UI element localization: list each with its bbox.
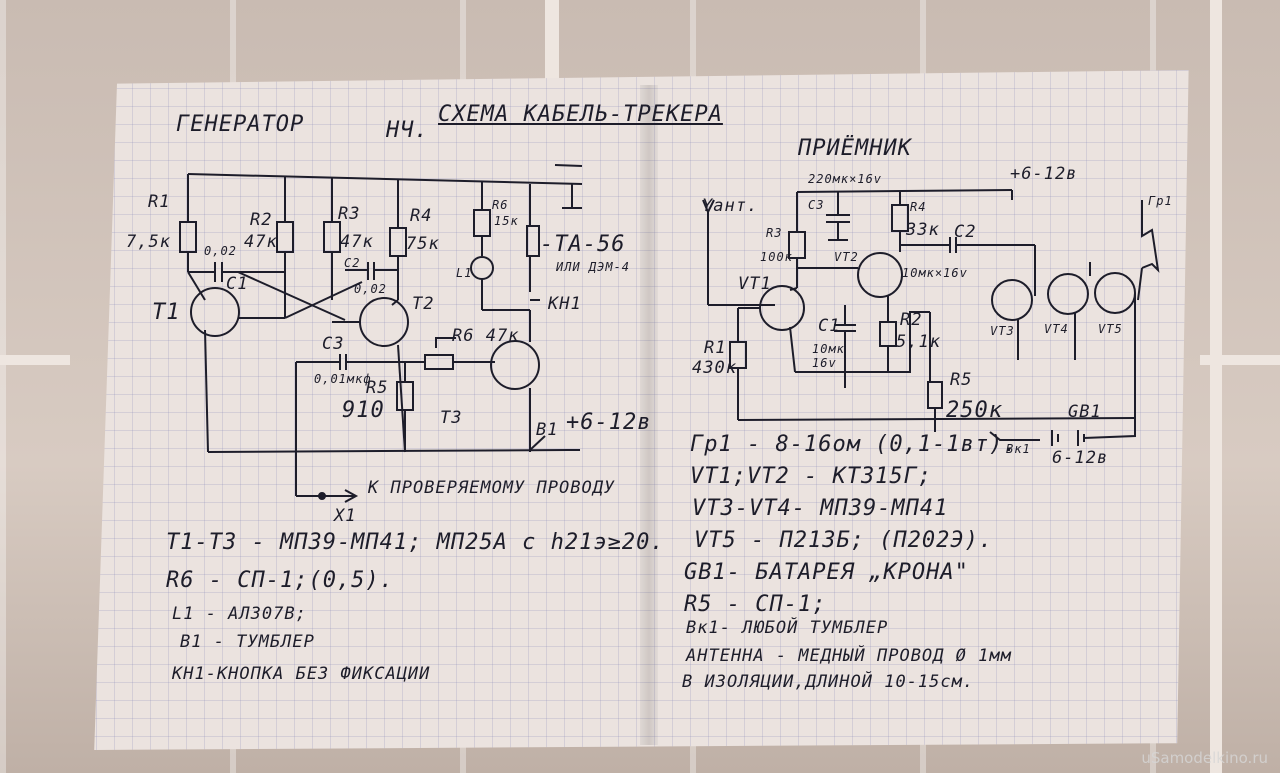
label-r1: R1 <box>148 192 171 212</box>
label-r5: R5 <box>366 378 389 398</box>
label-rec-r3: R3 <box>766 226 783 240</box>
label-vt5: VT5 <box>1098 322 1123 336</box>
label-kn1: КН1 <box>548 294 582 314</box>
label-r3: R3 <box>338 204 361 224</box>
label-rec-c3-value: 220мк×16v <box>808 172 883 186</box>
label-dem4: ИЛИ ДЭМ-4 <box>556 260 631 274</box>
tile-joint <box>545 0 559 80</box>
label-vt1: VT1 <box>738 274 772 294</box>
watermark: uSamodelkino.ru <box>1141 749 1268 767</box>
label-c3: C3 <box>322 334 345 354</box>
rec-note-9: В ИЗОЛЯЦИИ,ДЛИНОЙ 10-15см. <box>682 672 975 692</box>
receiver-circuit <box>702 189 1160 446</box>
label-antenna: Yант. <box>702 196 759 216</box>
label-rec-r5: R5 <box>950 370 973 390</box>
label-gr1: Гр1 <box>1148 194 1173 208</box>
receiver-title: ПРИЁМНИК <box>798 136 912 161</box>
rec-note-6: R5 - СП-1; <box>684 592 827 617</box>
label-r3-value: 47к <box>340 232 374 252</box>
label-r2-value: 47к <box>244 232 278 252</box>
rec-note-4: VT5 - П213Б; (П202Э). <box>694 528 994 553</box>
label-c2: C2 <box>344 256 361 270</box>
gen-note-2: R6 - СП-1;(0,5). <box>166 568 394 593</box>
tile-joint <box>0 355 70 365</box>
label-rec-r5-value: 250к <box>946 398 1003 423</box>
generator-title: ГЕНЕРАТОР <box>176 112 305 137</box>
rec-note-3: VT3-VT4- МП39-МП41 <box>692 496 949 521</box>
label-r4-value: 75к <box>406 234 440 254</box>
label-c1: C1 <box>226 274 249 294</box>
generator-subtitle: НЧ. <box>386 118 429 143</box>
label-t1: T1 <box>152 300 181 325</box>
label-rec-c2-value: 10мк×16v <box>902 266 968 280</box>
gen-note-4: B1 - ТУМБЛЕР <box>180 632 315 652</box>
label-c1-value: 0,02 <box>204 244 237 258</box>
label-r4: R4 <box>410 206 433 226</box>
gen-note-3: L1 - АЛ307В; <box>172 604 307 624</box>
label-rec-c1: C1 <box>818 316 841 336</box>
label-rec-power: +6-12в <box>1010 164 1078 184</box>
gen-note-1: T1-T3 - МП39-МП41; МП25А с h21э≥20. <box>166 530 665 555</box>
label-x1: X1 <box>334 506 357 526</box>
label-rec-c3: C3 <box>808 198 825 212</box>
label-rec-r1: R1 <box>704 338 727 358</box>
label-rec-c2: C2 <box>954 222 977 242</box>
label-t3: T3 <box>440 408 463 428</box>
label-r1-value: 7,5к <box>126 232 171 252</box>
label-vt3: VT3 <box>990 324 1015 338</box>
label-l1: L1 <box>456 266 473 280</box>
label-c3-value: 0,01мкф <box>314 372 372 386</box>
label-rec-r4-value: 33к <box>906 220 940 240</box>
label-probe: К ПРОВЕРЯЕМОМУ ПРОВОДУ <box>368 478 616 498</box>
gen-note-5: КН1-КНОПКА БЕЗ ФИКСАЦИИ <box>172 664 431 684</box>
generator-circuit <box>179 164 583 503</box>
tile-joint <box>1210 0 1222 773</box>
rec-note-8: АНТЕННА - МЕДНЫЙ ПРОВОД Ø 1мм <box>686 646 1012 666</box>
label-rec-r2: R2 <box>900 310 923 330</box>
tile-joint <box>1200 355 1280 365</box>
label-bk1: Вк1 <box>1006 442 1031 456</box>
label-r6: R6 <box>492 198 509 212</box>
label-r2: R2 <box>250 210 273 230</box>
label-rec-r3-value: 100к <box>760 250 793 264</box>
label-ta56: -TA-56 <box>540 232 626 257</box>
label-rec-c1-value: 10мк 16v <box>812 342 845 370</box>
label-r6-value: 15к <box>494 214 519 228</box>
label-r5-value: 910 <box>342 398 385 423</box>
label-vt2: VT2 <box>834 250 859 264</box>
label-gen-power: +6-12в <box>566 410 652 435</box>
label-gb1: GB1 <box>1068 402 1102 422</box>
rec-note-7: Вк1- ЛЮБОЙ ТУМБЛЕР <box>686 618 889 638</box>
label-rec-r1-value: 430к <box>692 358 737 378</box>
notebook-fold <box>640 85 658 745</box>
label-c2-value: 0,02 <box>354 282 387 296</box>
scheme-title: СХЕМА КАБЕЛЬ-ТРЕКЕРА <box>438 102 723 127</box>
rec-note-1: Гр1 - 8-16ом (0,1-1вт). <box>690 432 1018 457</box>
label-gb1-voltage: 6-12в <box>1052 448 1109 468</box>
label-rec-r4: R4 <box>910 200 927 214</box>
rec-note-5: GB1- БАТАРЕЯ „КРОНА" <box>684 560 969 585</box>
label-r6-pot: R6 47к <box>452 326 520 346</box>
label-t2: T2 <box>412 294 435 314</box>
label-b1: B1 <box>536 420 559 440</box>
graph-paper-sheet <box>94 70 1189 750</box>
rec-note-2: VT1;VT2 - КТ315Г; <box>690 464 933 489</box>
label-rec-r2-value: 5,1к <box>896 332 941 352</box>
label-vt4: VT4 <box>1044 322 1069 336</box>
